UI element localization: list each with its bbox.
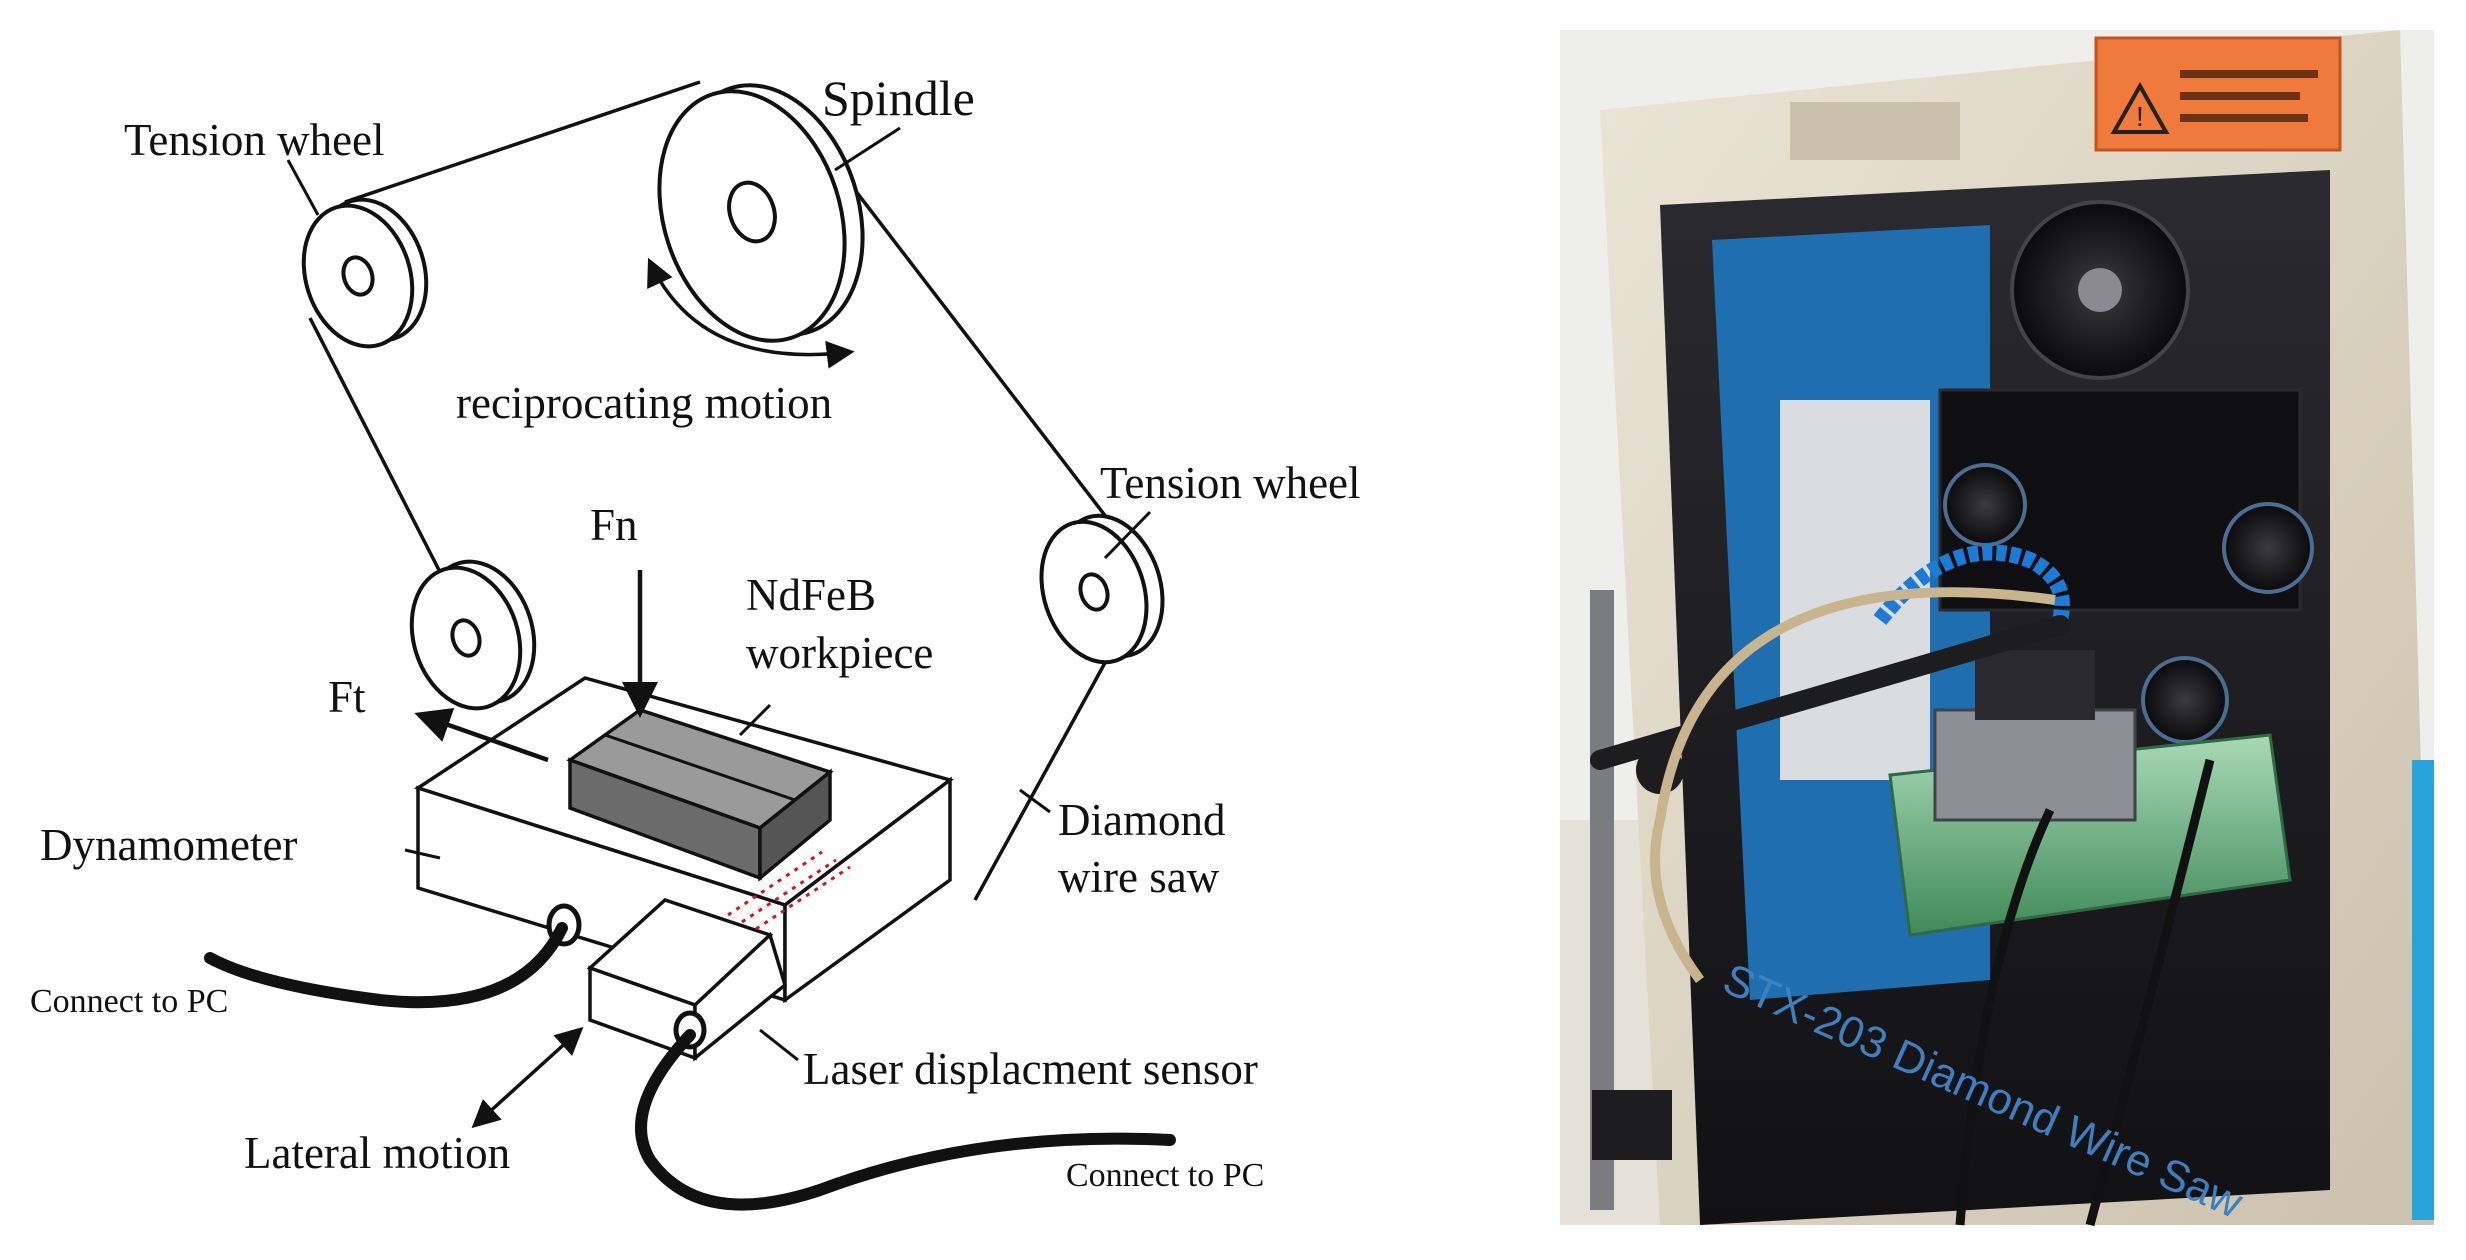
label-laser-sensor: Laser displacment sensor [803, 1044, 1258, 1094]
lateral-motion-arrow [471, 1026, 584, 1129]
label-fn: Fn [590, 500, 638, 550]
label-dynamometer: Dynamometer [40, 820, 297, 870]
brand-plate [1790, 102, 1960, 160]
label-connect-to-pc-right: Connect to PC [1066, 1157, 1264, 1194]
photo-cable-black-2 [2085, 758, 2215, 1227]
guide-wheel-right [2222, 502, 2314, 594]
label-lateral-motion: Lateral motion [244, 1128, 510, 1178]
ndfeb-workpiece [566, 708, 834, 882]
photo-cable-black-1 [1955, 808, 2055, 1226]
tension-wheel-left [301, 197, 429, 349]
cable-right [635, 1029, 1176, 1211]
diamond-wire-loop [308, 80, 1114, 901]
warning-triangle-icon [2110, 81, 2170, 134]
label-tension-wheel-right: Tension wheel [1100, 458, 1361, 508]
reciprocating-arrow [647, 257, 855, 369]
warning-text-bar [2180, 114, 2308, 122]
machine-photo: ! STX-203 Dia [1560, 30, 2434, 1228]
warning-exclamation-icon: ! [2136, 101, 2144, 132]
schematic-diagram: Spindle Tension wheel reciprocating moti… [30, 70, 1361, 1211]
label-ft: Ft [328, 672, 366, 722]
idler-wheel-lower-left [409, 559, 537, 711]
tension-wheel-right [1039, 513, 1165, 665]
cable-left [204, 922, 568, 1009]
leader-lines [286, 126, 1152, 1062]
coolant-hose [1873, 544, 2070, 625]
label-connect-to-pc-left: Connect to PC [30, 983, 228, 1020]
label-diamond-wire-line1: Diamond [1058, 795, 1225, 845]
laser-sensor-box [586, 898, 788, 1062]
blue-device-edge [2412, 760, 2434, 1220]
warning-text-bar [2180, 92, 2300, 100]
top-wheel-hub [2078, 268, 2122, 312]
stand-clamp [1592, 1090, 1672, 1160]
guide-wheel-lower-right [2141, 656, 2229, 744]
label-reciprocating-motion: reciprocating motion [456, 378, 832, 428]
label-workpiece-line2: workpiece [746, 628, 933, 678]
sensor-arm [1590, 615, 2070, 770]
xy-stage [1933, 708, 2137, 822]
laser-beam [727, 850, 851, 931]
ft-arrow [414, 707, 549, 763]
label-tension-wheel-left: Tension wheel [124, 115, 385, 165]
workpiece-holder [1975, 650, 2095, 720]
warning-text-bar [2180, 70, 2318, 78]
label-workpiece-line1: NdFeB [746, 570, 876, 620]
label-spindle: Spindle [822, 70, 975, 126]
guide-wheel-left [1943, 463, 2027, 547]
label-diamond-wire-line2: wire saw [1058, 852, 1220, 902]
photo-cable-tan [1650, 587, 2056, 983]
